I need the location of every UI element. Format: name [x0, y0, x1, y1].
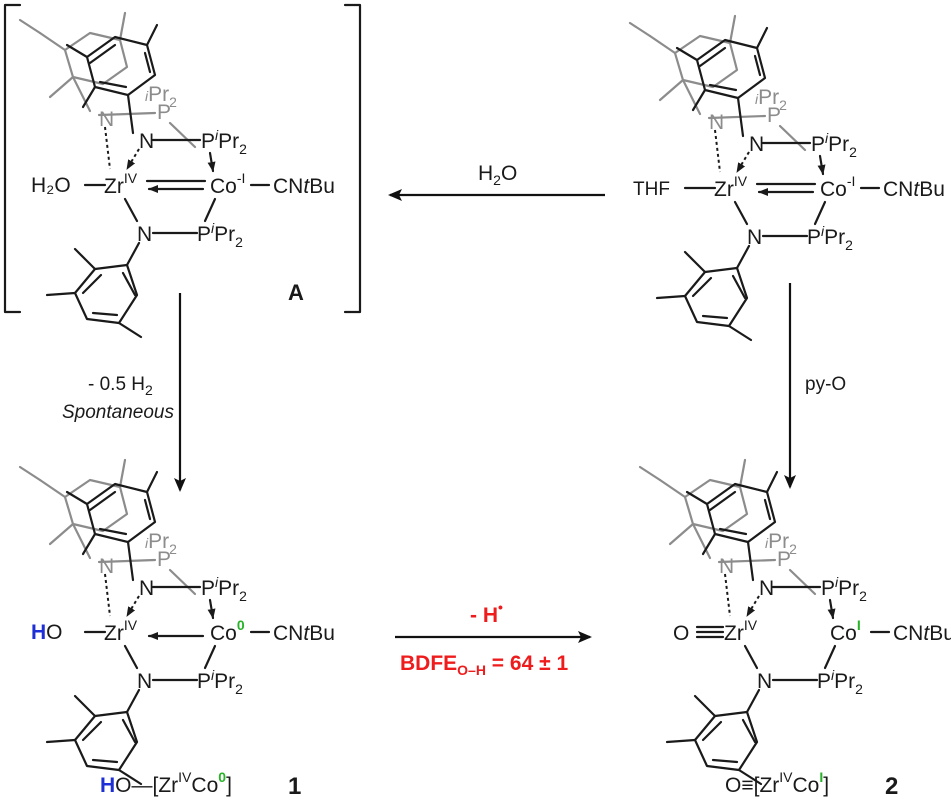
bracket-right [343, 3, 362, 314]
svg-text:ZrIV: ZrIV [714, 173, 748, 201]
co-ox-state: 0 [237, 617, 245, 633]
svg-text:CNtBu: CNtBu [273, 622, 335, 645]
svg-text:- 0.5 H2: - 0.5 H2 [88, 374, 153, 398]
svg-text:ZrIV: ZrIV [724, 617, 758, 645]
svg-text:H2O: H2O [478, 162, 517, 188]
co-atom: Co [210, 175, 237, 198]
svg-text:PiPr2: PiPr2 [807, 223, 853, 253]
svg-text:Co-I: Co-I [210, 170, 245, 198]
complex-start: THF ZrIV Co-I CNtBu N P iPr2 N PiPr2 N P… [630, 16, 945, 340]
svg-text:N: N [137, 670, 152, 693]
zr-atom: Zr [714, 178, 734, 201]
svg-text:py-O: py-O [805, 374, 846, 395]
svg-text:Co-I: Co-I [820, 173, 855, 201]
co-atom: Co [210, 622, 237, 645]
zr-ox-state: IV [124, 617, 138, 633]
ligand-h2o: H₂O [31, 174, 71, 197]
complex-2: O ZrIV CoI CNtBu N P iPr2 N PiPr2 N PiPr… [640, 460, 951, 784]
svg-text:HO: HO [31, 621, 63, 644]
svg-text:N: N [719, 555, 734, 578]
n-grey: N [99, 108, 114, 131]
cn-group: CN [273, 175, 303, 198]
svg-text:N: N [99, 555, 114, 578]
arrow-top: H2O [388, 162, 605, 201]
co-atom: Co [830, 622, 857, 645]
oxo-o: O [673, 622, 689, 645]
svg-text:P: P [767, 104, 781, 127]
svg-text:ZrIV: ZrIV [104, 617, 138, 645]
svg-text:- H•: - H• [470, 599, 503, 627]
svg-text:CNtBu: CNtBu [893, 622, 951, 645]
label-1: 1 [288, 773, 301, 800]
ligand-thf: THF [633, 179, 670, 200]
svg-text:P: P [777, 548, 791, 571]
svg-text:iPr2: iPr2 [145, 530, 177, 557]
complex-1: HO ZrIV Co0 CNtBu N P iPr2 N PiPr2 N PiP… [20, 460, 335, 784]
svg-text:PiPr2: PiPr2 [197, 220, 243, 250]
complex-A: H₂O ZrIV Co-I CNtBu N P iPr2 N PiPr2 N P… [20, 13, 335, 337]
svg-text:PiPr2: PiPr2 [811, 130, 857, 160]
svg-text:BDFEO–H = 64 ± 1: BDFEO–H = 64 ± 1 [400, 652, 568, 678]
co-ox-state: -I [237, 170, 246, 186]
svg-text:PiPr2: PiPr2 [197, 667, 243, 697]
zr-atom: Zr [724, 622, 744, 645]
svg-text:N: N [757, 670, 772, 693]
zr-ox-state: IV [744, 617, 758, 633]
label-2: 2 [885, 773, 898, 800]
bracket-left [3, 3, 22, 314]
svg-text:N: N [747, 226, 762, 249]
n-top: N [139, 130, 154, 153]
label-A: A [288, 280, 304, 305]
svg-text:iPr2: iPr2 [755, 86, 787, 113]
svg-text:PiPr2: PiPr2 [821, 574, 867, 604]
arrow-bottom: - H• BDFEO–H = 64 ± 1 [395, 599, 592, 678]
svg-text:N: N [709, 111, 724, 134]
svg-text:CNtBu: CNtBu [883, 178, 945, 201]
co-ox-state: -I [847, 173, 856, 189]
zr-ox-state: IV [734, 173, 748, 189]
zr-atom: Zr [104, 622, 124, 645]
formula-1: HO—[ZrIVCo0] [100, 769, 232, 797]
arrow-left: - 0.5 H2 Spontaneous [62, 293, 186, 492]
co-ox-state: I [857, 617, 861, 633]
svg-text:N: N [759, 577, 774, 600]
svg-text:iPr2: iPr2 [145, 83, 177, 110]
zr-atom: Zr [104, 175, 124, 198]
co-atom: Co [820, 178, 847, 201]
svg-text:P: P [157, 548, 171, 571]
svg-text:Spontaneous: Spontaneous [62, 402, 174, 423]
svg-text:PiPr2: PiPr2 [817, 667, 863, 697]
svg-text:N: N [139, 577, 154, 600]
n-bottom: N [137, 223, 152, 246]
zr-ox-state: IV [124, 170, 138, 186]
svg-text:Co0: Co0 [210, 617, 245, 645]
formula-2: O≡[ZrIVCoI] [725, 769, 829, 797]
svg-text:N: N [749, 133, 764, 156]
svg-text:iPr2: iPr2 [765, 530, 797, 557]
svg-text:P: P [157, 101, 171, 124]
svg-text:PiPr2: PiPr2 [201, 574, 247, 604]
svg-text:PiPr2: PiPr2 [201, 127, 247, 157]
svg-text:ZrIV: ZrIV [104, 170, 138, 198]
hydroxo-h: H [31, 621, 46, 644]
arrow-right: py-O [784, 283, 846, 489]
svg-text:CNtBu: CNtBu [273, 175, 335, 198]
svg-text:CoI: CoI [830, 617, 861, 645]
